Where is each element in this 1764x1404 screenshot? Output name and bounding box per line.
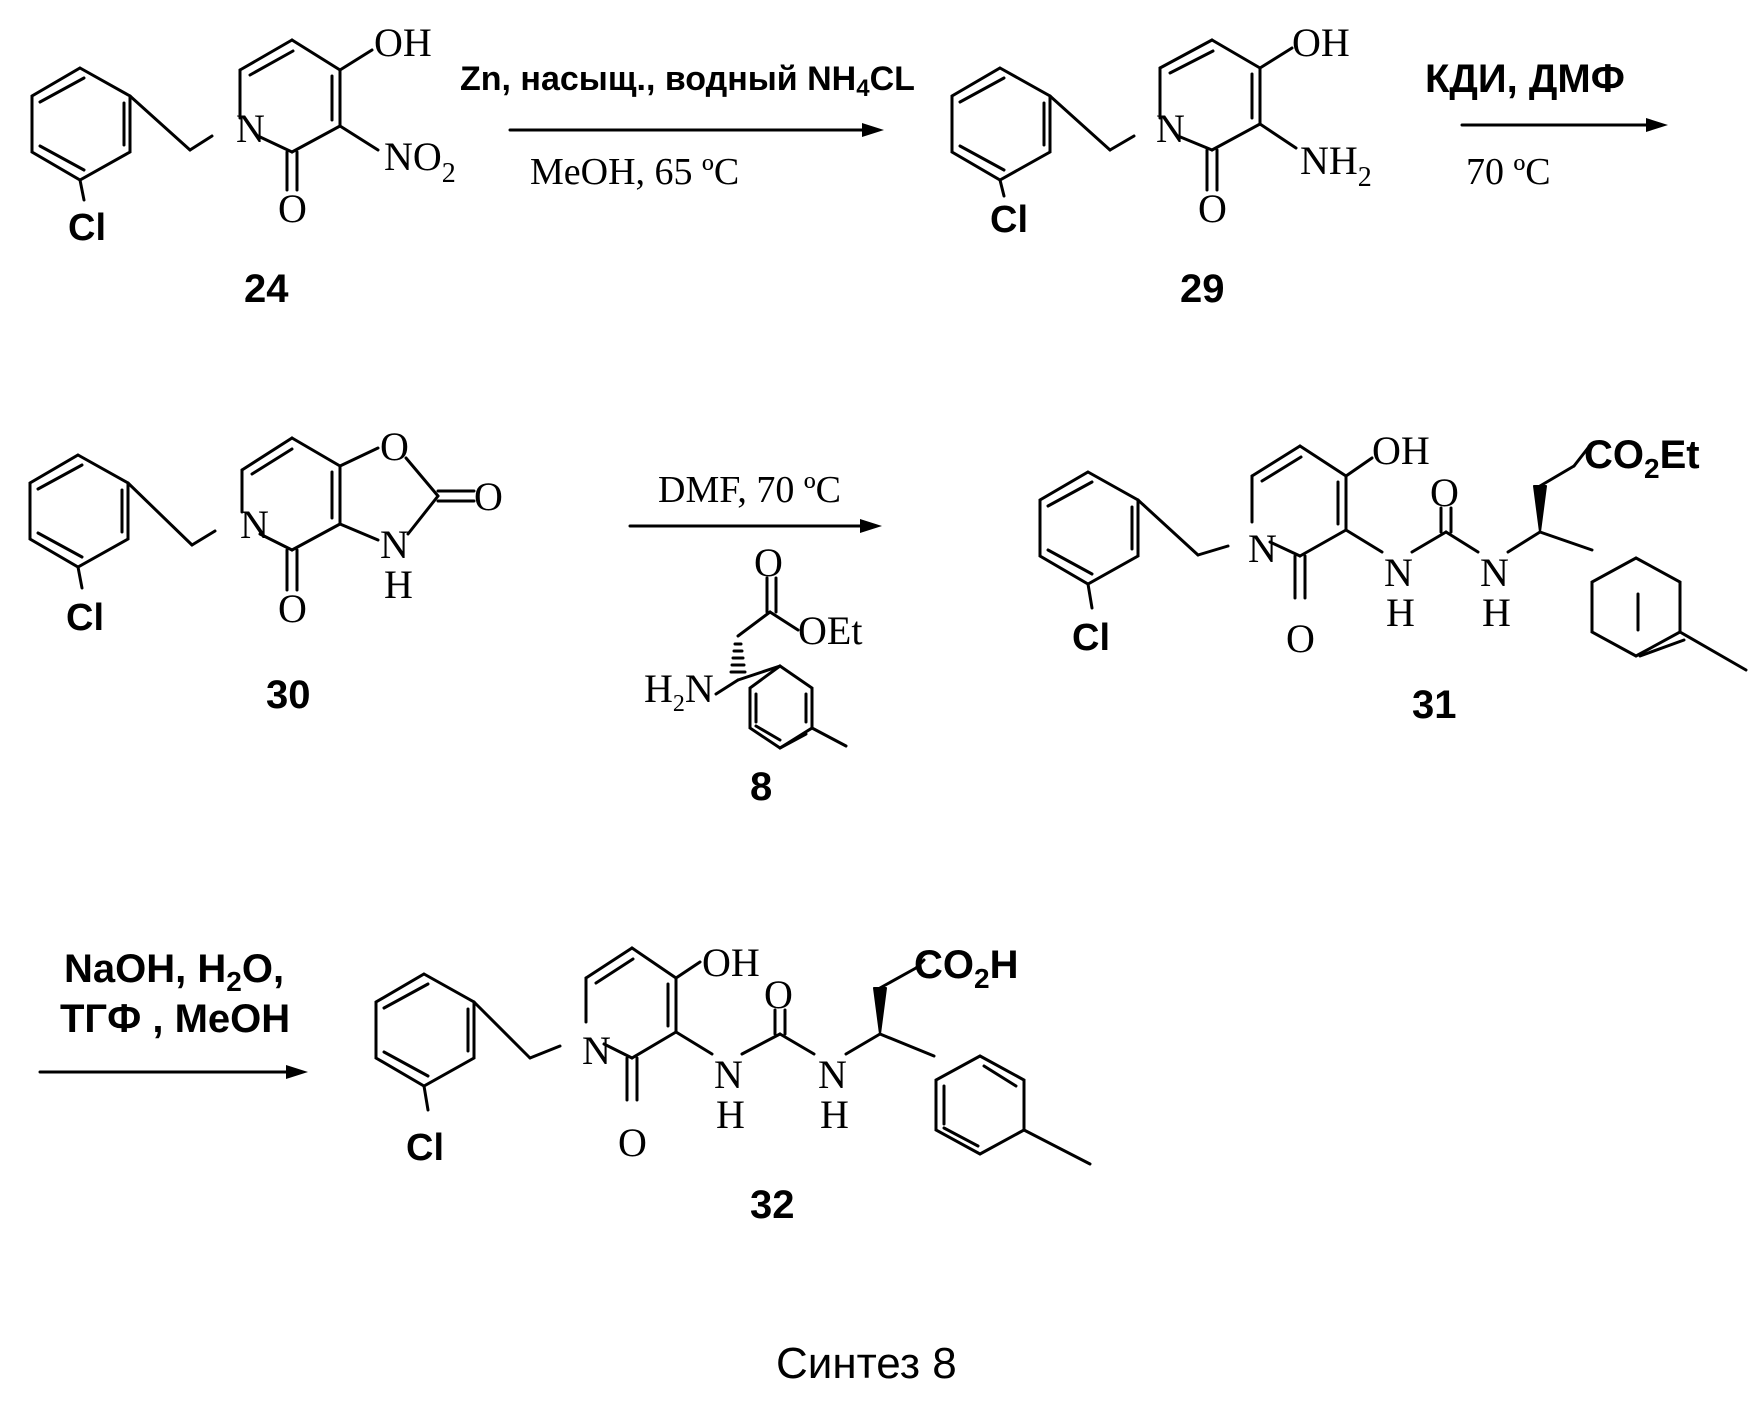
chlorine-label: Cl: [66, 597, 104, 639]
carbonyl-oxygen-label: O: [1286, 616, 1315, 661]
compound-24: N OH O NO2 Cl 24: [32, 20, 456, 311]
hydroxyl-label: OH: [1372, 428, 1430, 473]
compound-number: 24: [244, 267, 289, 311]
compound-number: 31: [1412, 683, 1457, 727]
pyridinone-ring-32: [586, 948, 712, 1100]
nitro-label: NO2: [384, 134, 456, 189]
urea-nitrogen-2-label: N: [1480, 550, 1509, 595]
reaction-arrow-1: Zn, насыщ., водный NH4CL MeOH, 65 ºC: [460, 60, 915, 193]
figure-caption: Синтез 8: [776, 1339, 957, 1388]
reagents-above: Zn, насыщ., водный NH4CL: [460, 60, 915, 102]
compound-31: N OH O N H N H O CO2Et Cl 31: [1040, 428, 1746, 727]
arrowhead: [286, 1065, 308, 1079]
nh-hydrogen-label: H: [384, 562, 413, 607]
carbonyl-oxygen-label: O: [278, 586, 307, 631]
hydroxyl-label: OH: [702, 940, 760, 985]
reaction-arrow-2: КДИ, ДМФ 70 ºC: [1425, 57, 1668, 193]
compound-number: 32: [750, 1183, 795, 1227]
arrowhead: [860, 519, 882, 533]
ring-nitrogen-label: N: [582, 1028, 611, 1073]
reaction-arrow-4: NaOH, H2O, ТГФ , MeOH: [40, 947, 308, 1079]
reagents-line-2: ТГФ , MeOH: [60, 997, 290, 1041]
chlorine-label: Cl: [990, 199, 1028, 241]
chlorobenzyl-ring-29: [952, 68, 1134, 196]
carbonyl-oxygen-label: O: [618, 1120, 647, 1165]
urea-nitrogen-1-label: N: [714, 1052, 743, 1097]
ethoxy-label: OEt: [798, 608, 862, 653]
reagents-line-1: NaOH, H2O,: [64, 947, 284, 997]
chlorine-label: Cl: [406, 1127, 444, 1169]
reaction-arrow-3: DMF, 70 ºC: [630, 469, 882, 533]
urea-hydrogen-2-label: H: [1482, 590, 1511, 635]
nh-nitrogen-label: N: [380, 522, 409, 567]
amine-label: H2N: [644, 666, 714, 717]
aryl-propanoate-31: [1534, 448, 1746, 670]
urea-nitrogen-1-label: N: [1384, 550, 1413, 595]
exo-oxygen-label: O: [474, 474, 503, 519]
ethyl-ester-label: CO2Et: [1584, 433, 1700, 484]
compound-29: N OH O NH2 Cl 29: [952, 20, 1372, 311]
chlorobenzyl-ring-30: [30, 455, 215, 588]
compound-30: N O O N H O Cl 30: [30, 424, 503, 717]
amino-label: NH2: [1300, 138, 1372, 193]
pyridinone-ring-31: [1252, 446, 1382, 598]
carbonyl-oxygen-label: O: [278, 186, 307, 231]
ring-nitrogen-label: N: [240, 502, 269, 547]
carbonyl-oxygen-label: O: [754, 540, 783, 585]
compound-number: 30: [266, 673, 311, 717]
compound-32: N OH O N H N H O CO2H Cl 32: [376, 940, 1090, 1227]
arrowhead: [1646, 118, 1668, 132]
chlorine-label: Cl: [1072, 617, 1110, 659]
compound-number: 29: [1180, 267, 1225, 311]
ring-nitrogen-label: N: [236, 106, 265, 151]
conditions-below: 70 ºC: [1466, 151, 1551, 193]
hydroxyl-label: OH: [374, 20, 432, 65]
urea-nitrogen-2-label: N: [818, 1052, 847, 1097]
urea-hydrogen-1-label: H: [716, 1092, 745, 1137]
chlorine-label: Cl: [68, 207, 106, 249]
conditions-above: DMF, 70 ºC: [658, 469, 841, 511]
hydroxyl-label: OH: [1292, 20, 1350, 65]
urea-hydrogen-1-label: H: [1386, 590, 1415, 635]
compound-number: 8: [750, 765, 772, 809]
reagents-above: КДИ, ДМФ: [1425, 57, 1625, 101]
urea-linker-32: [742, 1010, 880, 1054]
arrowhead: [862, 123, 884, 137]
urea-oxygen-label: O: [764, 972, 793, 1017]
ring-oxygen-label: O: [380, 424, 409, 469]
carboxylic-acid-label: CO2H: [914, 943, 1018, 994]
hashed-stereo-bond: [731, 644, 745, 672]
chlorobenzyl-ring-24: [32, 68, 212, 200]
ring-nitrogen-label: N: [1248, 526, 1277, 571]
urea-oxygen-label: O: [1430, 470, 1459, 515]
conditions-below: MeOH, 65 ºC: [530, 151, 739, 193]
chlorobenzyl-ring-31: [1040, 472, 1228, 608]
ring-nitrogen-label: N: [1156, 106, 1185, 151]
compound-8: O OEt H2N 8: [644, 540, 862, 809]
chlorobenzyl-ring-32: [376, 974, 560, 1110]
carbonyl-oxygen-label: O: [1198, 186, 1227, 231]
urea-hydrogen-2-label: H: [820, 1092, 849, 1137]
